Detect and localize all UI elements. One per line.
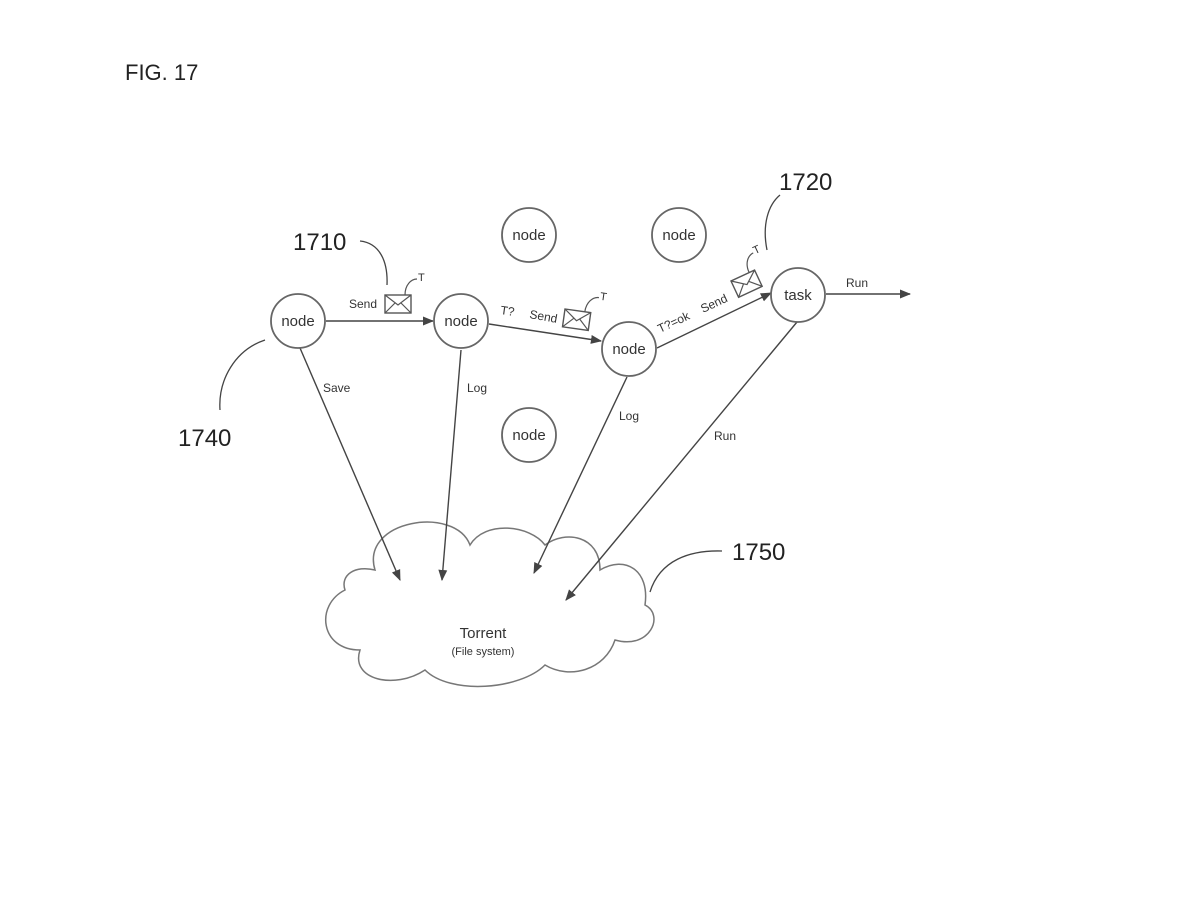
- ref-1750: 1750: [732, 539, 786, 566]
- envelope-icon: T: [561, 291, 608, 332]
- ref-1710: 1710: [293, 229, 347, 256]
- edge-label-run-out: Run: [846, 276, 868, 290]
- edge-save: [299, 347, 401, 582]
- torrent-cloud: [325, 521, 655, 688]
- envelope-icon: T: [730, 243, 764, 299]
- node-1: node: [270, 293, 326, 349]
- edge-label-save: Save: [323, 381, 351, 395]
- edge-label-log-2: Log: [619, 409, 639, 423]
- edge-label-t-ok: T?=ok: [655, 308, 692, 335]
- edge-n3-task: [656, 292, 773, 349]
- node-3-label: node: [612, 341, 645, 358]
- envelope-tag-1: T: [418, 272, 425, 284]
- envelope-tag-3: T: [751, 243, 762, 257]
- idle-node-middle: node: [501, 407, 557, 463]
- edge-log1: [438, 349, 462, 582]
- edge-label-log-1: Log: [467, 381, 487, 395]
- envelope-icon: T: [384, 272, 425, 314]
- edge-log2: [533, 376, 628, 575]
- idle-node-middle-label: node: [512, 427, 545, 444]
- idle-node-top-right-label: node: [662, 227, 695, 244]
- idle-node-top-left-label: node: [512, 227, 545, 244]
- edge-label-t-query: T?: [500, 303, 516, 319]
- figure-title: FIG. 17: [125, 60, 199, 85]
- edge-label-send-2: Send: [528, 307, 558, 326]
- ref-1720: 1720: [779, 169, 833, 196]
- envelope-tag-2: T: [599, 291, 608, 304]
- cloud-subtitle: (File system): [452, 646, 515, 658]
- edge-run-down: [565, 321, 798, 601]
- edge-n2-n3: [488, 323, 603, 344]
- node-1-label: node: [281, 313, 314, 330]
- edge-label-send-1: Send: [349, 297, 377, 311]
- leader-1750: [649, 550, 723, 593]
- ref-1740: 1740: [178, 425, 232, 452]
- edge-label-send-3: Send: [698, 291, 729, 316]
- node-2: node: [433, 293, 489, 349]
- edge-label-run-down: Run: [714, 429, 736, 443]
- leader-1710: [359, 240, 388, 286]
- idle-node-top-left: node: [501, 207, 557, 263]
- task-node-label: task: [784, 287, 812, 304]
- node-3: node: [601, 321, 657, 377]
- leader-1740: [219, 339, 266, 411]
- task-node: task: [770, 267, 826, 323]
- cloud-title: Torrent: [460, 625, 508, 642]
- idle-node-top-right: node: [651, 207, 707, 263]
- node-2-label: node: [444, 313, 477, 330]
- leader-1720: [764, 194, 781, 251]
